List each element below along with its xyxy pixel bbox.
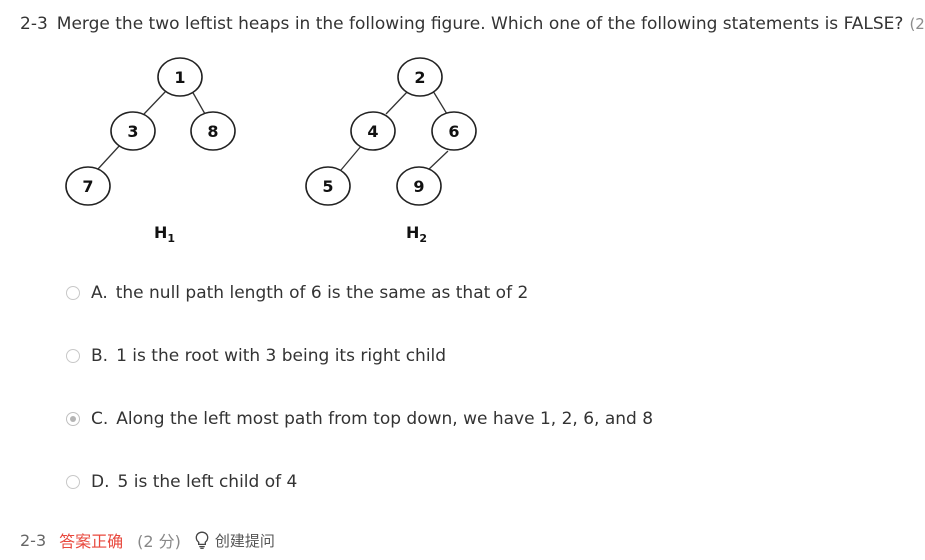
- option-d[interactable]: D. 5 is the left child of 4: [66, 472, 297, 492]
- heap1-node-label: 7: [82, 177, 93, 196]
- heap1-label-subscript: 1: [167, 232, 175, 245]
- footer-question-number: 2-3: [20, 530, 47, 550]
- heap2-node-label: 2: [414, 68, 425, 87]
- option-b-text: 1 is the root with 3 being its right chi…: [116, 346, 447, 366]
- question-score: (2分): [909, 15, 925, 33]
- option-c-letter: C.: [91, 409, 109, 429]
- option-a[interactable]: A. the null path length of 6 is the same…: [66, 283, 528, 303]
- heap2-node-circle: [305, 166, 351, 206]
- option-d-letter: D.: [91, 472, 110, 492]
- question-header: 2-3 Merge the two leftist heaps in the fo…: [20, 13, 925, 34]
- heap1-node-label: 8: [207, 122, 218, 141]
- footer-score: (2 分): [137, 532, 181, 551]
- option-b[interactable]: B. 1 is the root with 3 being its right …: [66, 346, 446, 366]
- answer-result: 答案正确: [59, 532, 124, 551]
- heap1-node-label: 1: [174, 68, 185, 87]
- lightbulb-icon: [195, 531, 209, 549]
- heap1-label: H1: [154, 223, 175, 245]
- option-c-radio[interactable]: [66, 412, 80, 426]
- answer-footer: 2-3 答案正确 (2 分) 创建提问: [20, 528, 275, 552]
- leftist-heaps-figure: 1 3 8 7 2 4 6 5 9 H1 H2: [65, 57, 477, 245]
- heap2-node-circle: [396, 166, 442, 206]
- heap1-node-circle: [110, 111, 156, 151]
- option-c-text: Along the left most path from top down, …: [116, 409, 654, 429]
- option-a-text: the null path length of 6 is the same as…: [115, 283, 529, 303]
- heap1-node-label: 3: [127, 122, 138, 141]
- option-c[interactable]: C. Along the left most path from top dow…: [66, 409, 653, 429]
- heap1-node-circle: [65, 166, 111, 206]
- heap2-node-circle: [397, 57, 443, 97]
- heap2-node-circle: [350, 111, 396, 151]
- heap2-label-subscript: 2: [419, 232, 427, 245]
- heap2-node-label: 9: [413, 177, 424, 196]
- heap1-node-circle: [157, 57, 203, 97]
- heap2-node-circle: [431, 111, 477, 151]
- option-a-radio[interactable]: [66, 286, 80, 300]
- question-number: 2-3: [20, 14, 48, 34]
- heap2-node-label: 5: [322, 177, 333, 196]
- heap1-node-circle: [190, 111, 236, 151]
- heap2-label: H2: [406, 223, 427, 245]
- option-b-radio[interactable]: [66, 349, 80, 363]
- option-d-radio[interactable]: [66, 475, 80, 489]
- create-question-label: 创建提问: [214, 531, 275, 550]
- option-d-text: 5 is the left child of 4: [117, 472, 298, 492]
- create-question-button[interactable]: 创建提问: [195, 530, 275, 551]
- heap2-node-label: 6: [448, 122, 459, 141]
- option-b-letter: B.: [91, 346, 109, 366]
- heap2-node-label: 4: [367, 122, 378, 141]
- option-a-letter: A.: [91, 283, 108, 303]
- question-text: Merge the two leftist heaps in the follo…: [56, 14, 904, 34]
